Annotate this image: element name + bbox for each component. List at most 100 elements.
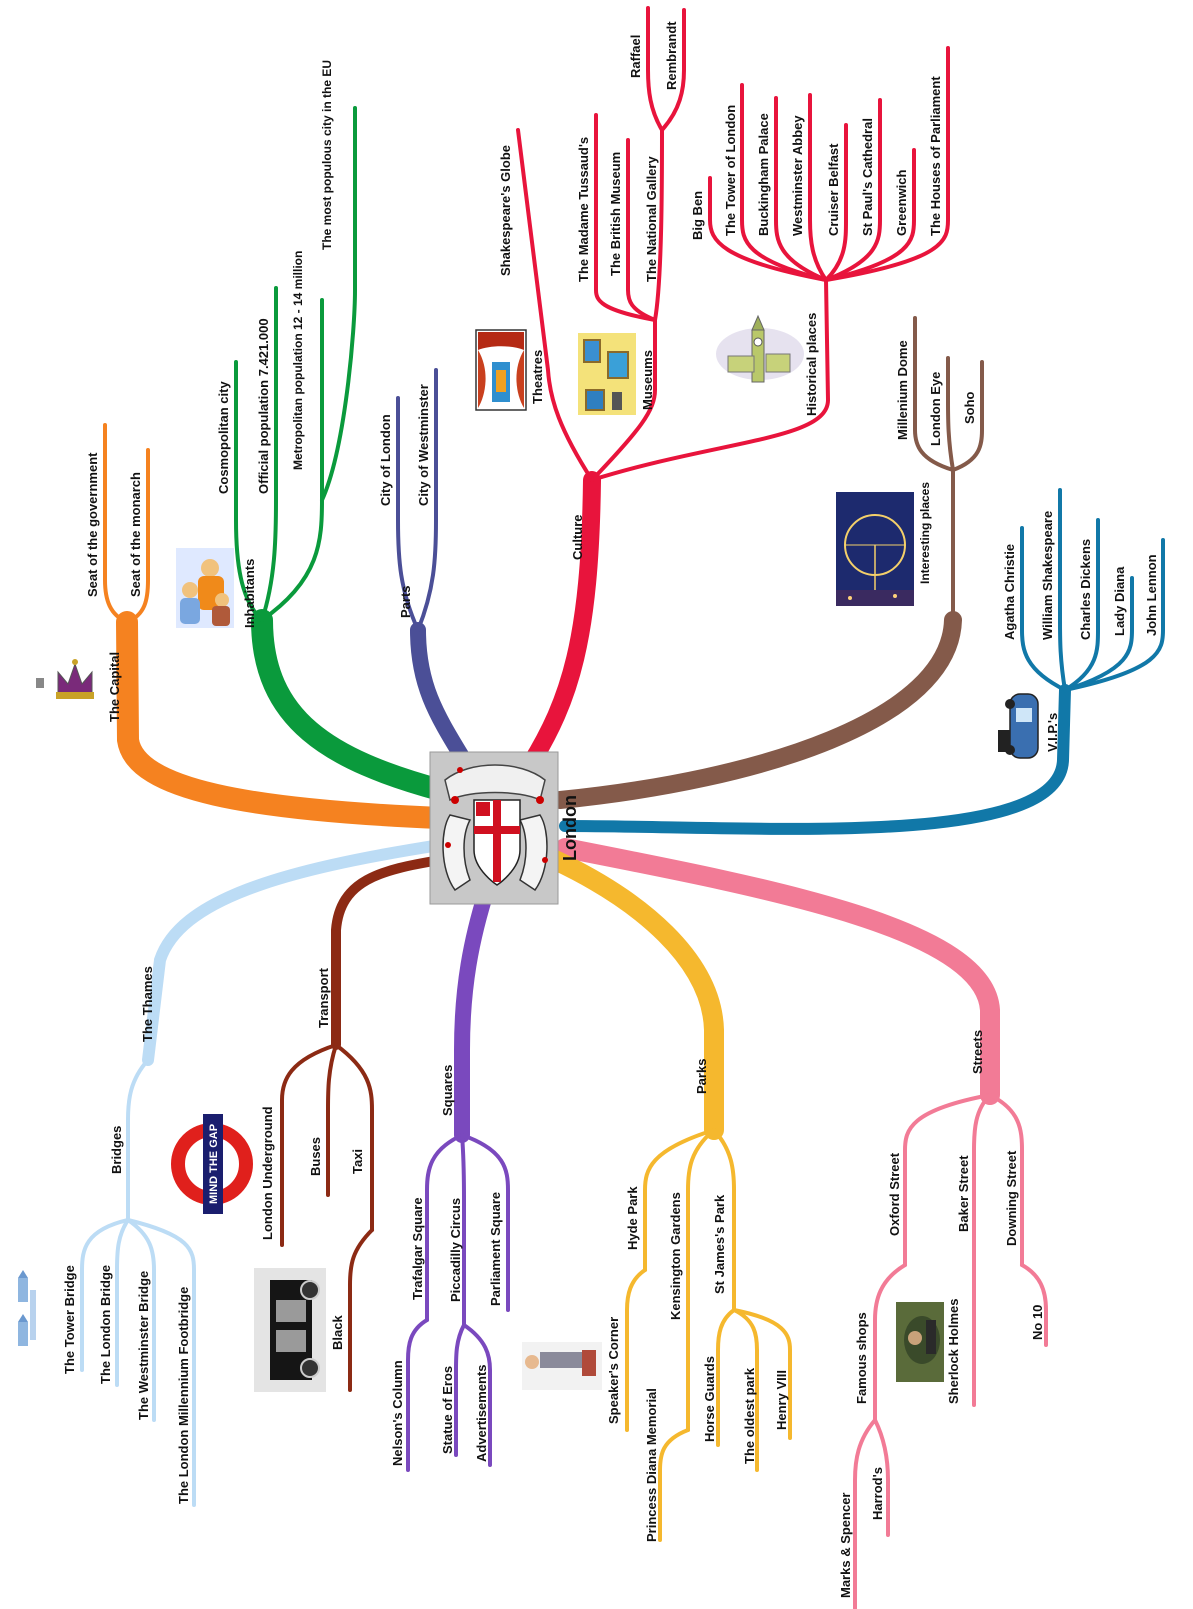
branch-label-parts: Parts bbox=[398, 585, 413, 618]
big-ben-icon bbox=[716, 314, 804, 383]
edge-sj-horse bbox=[716, 1308, 736, 1447]
leaf-john-lennon: John Lennon bbox=[1144, 554, 1159, 636]
leaf-speakers-corner: Speaker's Corner bbox=[606, 1317, 621, 1424]
leaf-city-of-london: City of London bbox=[378, 414, 393, 506]
leaf-tower-of-london: The Tower of London bbox=[723, 105, 738, 236]
leaf-hyde-park: Hyde Park bbox=[625, 1186, 640, 1250]
leaf-lady-diana: Lady Diana bbox=[1112, 566, 1127, 636]
leaf-piccadilly: Piccadilly Circus bbox=[448, 1198, 463, 1302]
edge-traf-nelson bbox=[406, 1318, 429, 1472]
edge-br-london bbox=[115, 1218, 130, 1387]
edge-hist-greenwich bbox=[824, 148, 916, 282]
leaf-no-10: No 10 bbox=[1030, 1305, 1045, 1340]
edge-sq-piccadilly bbox=[460, 1133, 466, 1327]
leaf-harrods: Harrod's bbox=[870, 1467, 885, 1520]
edge-vip-dickens bbox=[1063, 518, 1100, 692]
edge-mus-british bbox=[626, 138, 657, 322]
museum-paintings-icon bbox=[578, 333, 636, 415]
leaf-london-eye: London Eye bbox=[928, 372, 943, 446]
leaf-westminster-abbey: Westminster Abbey bbox=[790, 115, 805, 236]
edge-hist-belfast bbox=[824, 123, 848, 282]
edge-hyde-speaker bbox=[625, 1268, 647, 1432]
coat-of-arms-icon bbox=[442, 764, 548, 892]
edge-th-bridges bbox=[126, 1058, 150, 1222]
edge-pk-kensington bbox=[686, 1128, 716, 1432]
edge-pic-eros bbox=[454, 1323, 466, 1457]
edge-st-downing bbox=[988, 1093, 1024, 1267]
labels: The Capital Seat of the government Seat … bbox=[62, 21, 1159, 1598]
group-label-historical: Historical places bbox=[804, 313, 819, 416]
edge-vip-christie bbox=[1020, 526, 1067, 692]
underground-sign-text: MIND THE GAP bbox=[208, 1124, 220, 1204]
leaf-nelsons-column: Nelson's Column bbox=[390, 1360, 405, 1466]
edge-st-oxford bbox=[903, 1093, 992, 1267]
branch-capital-trunk bbox=[116, 611, 451, 829]
leaf-millennium-footbridge: The London Millennium Footbridge bbox=[176, 1287, 191, 1504]
black-cab-icon bbox=[254, 1268, 326, 1392]
group-label-bridges: Bridges bbox=[109, 1126, 124, 1174]
edge-hist-stpauls bbox=[824, 98, 882, 282]
edge-br-tower bbox=[80, 1218, 130, 1372]
edge-downing-no10 bbox=[1020, 1263, 1048, 1347]
edge-tr-underground bbox=[280, 1043, 338, 1247]
leaf-soho: Soho bbox=[962, 391, 977, 424]
branch-culture-trunk bbox=[521, 471, 601, 774]
leaf-seat-government: Seat of the government bbox=[85, 452, 100, 597]
leaf-tower-bridge: The Tower Bridge bbox=[62, 1265, 77, 1374]
branch-squares-trunk bbox=[454, 872, 498, 1143]
leaf-horse-guards: Horse Guards bbox=[702, 1356, 717, 1442]
leaf-globe: Shakespeare's Globe bbox=[498, 145, 513, 276]
leaf-trafalgar: Trafalgar Square bbox=[410, 1197, 425, 1300]
crown-icon bbox=[36, 659, 98, 702]
car-icon bbox=[996, 690, 1042, 770]
branch-transport-trunk bbox=[331, 855, 445, 1050]
branch-parks-trunk bbox=[545, 850, 724, 1140]
branch-label-squares: Squares bbox=[440, 1065, 455, 1116]
edge-capital-monarch bbox=[125, 448, 150, 624]
edge-culture-theatres bbox=[516, 128, 594, 482]
leaf-metro-population: Metropolitan population 12 - 14 million bbox=[291, 251, 305, 470]
leaf-advertisements: Advertisements bbox=[474, 1364, 489, 1462]
sherlock-holmes-icon bbox=[896, 1302, 944, 1382]
leaf-downing-street: Downing Street bbox=[1004, 1150, 1019, 1246]
leaf-black: Black bbox=[330, 1315, 345, 1350]
leaf-national-gallery: The National Gallery bbox=[644, 156, 659, 282]
edge-inhab-metro bbox=[260, 298, 324, 622]
leaf-diana-memorial: Princess Diana Memorial bbox=[644, 1388, 659, 1542]
edge-hist-tower bbox=[740, 83, 828, 282]
leaf-kensington-gardens: Kensington Gardens bbox=[668, 1192, 683, 1320]
leaf-westminster-bridge: The Westminster Bridge bbox=[136, 1271, 151, 1420]
branch-label-vips: V.I.P.'s bbox=[1045, 713, 1060, 752]
leaf-houses-of-parliament: The Houses of Parliament bbox=[928, 76, 943, 236]
leaf-official-population: Official population 7.421.000 bbox=[256, 318, 271, 494]
leaf-charles-dickens: Charles Dickens bbox=[1078, 539, 1093, 640]
leaf-big-ben: Big Ben bbox=[690, 191, 705, 240]
leaf-marks-spencer: Marks & Spencer bbox=[838, 1493, 853, 1599]
leaf-henry-viii: Henry VIII bbox=[774, 1370, 789, 1430]
edge-pk-stjames bbox=[712, 1128, 736, 1312]
leaf-taxi: Taxi bbox=[350, 1149, 365, 1174]
branch-label-streets: Streets bbox=[970, 1030, 985, 1074]
edge-sq-trafalgar bbox=[425, 1133, 464, 1322]
branch-label-capital: The Capital bbox=[107, 652, 122, 722]
edge-int-dome bbox=[913, 316, 955, 472]
leaf-cosmopolitan: Cosmopolitan city bbox=[216, 381, 231, 494]
leaf-st-james-park: St James's Park bbox=[712, 1194, 727, 1294]
leaf-sherlock-holmes: Sherlock Holmes bbox=[946, 1299, 961, 1405]
edge-inhab-official bbox=[260, 286, 278, 622]
branch-label-culture: Culture bbox=[570, 515, 585, 561]
edge-nat-rembrandt bbox=[660, 8, 686, 132]
edge-taxi-black bbox=[348, 1228, 374, 1392]
sub-branches bbox=[80, 6, 1165, 1609]
leaf-oldest-park: The oldest park bbox=[742, 1367, 757, 1464]
edge-parts-city bbox=[396, 396, 420, 632]
people-icon bbox=[176, 548, 234, 628]
group-label-museums: Museums bbox=[640, 350, 655, 410]
edge-tr-taxi bbox=[334, 1043, 374, 1232]
edge-shops-ms bbox=[853, 1418, 877, 1609]
leaf-rembrandt: Rembrandt bbox=[664, 21, 679, 90]
leaf-st-pauls: St Paul's Cathedral bbox=[860, 118, 875, 236]
group-label-theatres: Theatres bbox=[530, 350, 545, 404]
sub-label-famous-shops: Famous shops bbox=[854, 1312, 869, 1404]
leaf-agatha-christie: Agatha Christie bbox=[1002, 544, 1017, 640]
